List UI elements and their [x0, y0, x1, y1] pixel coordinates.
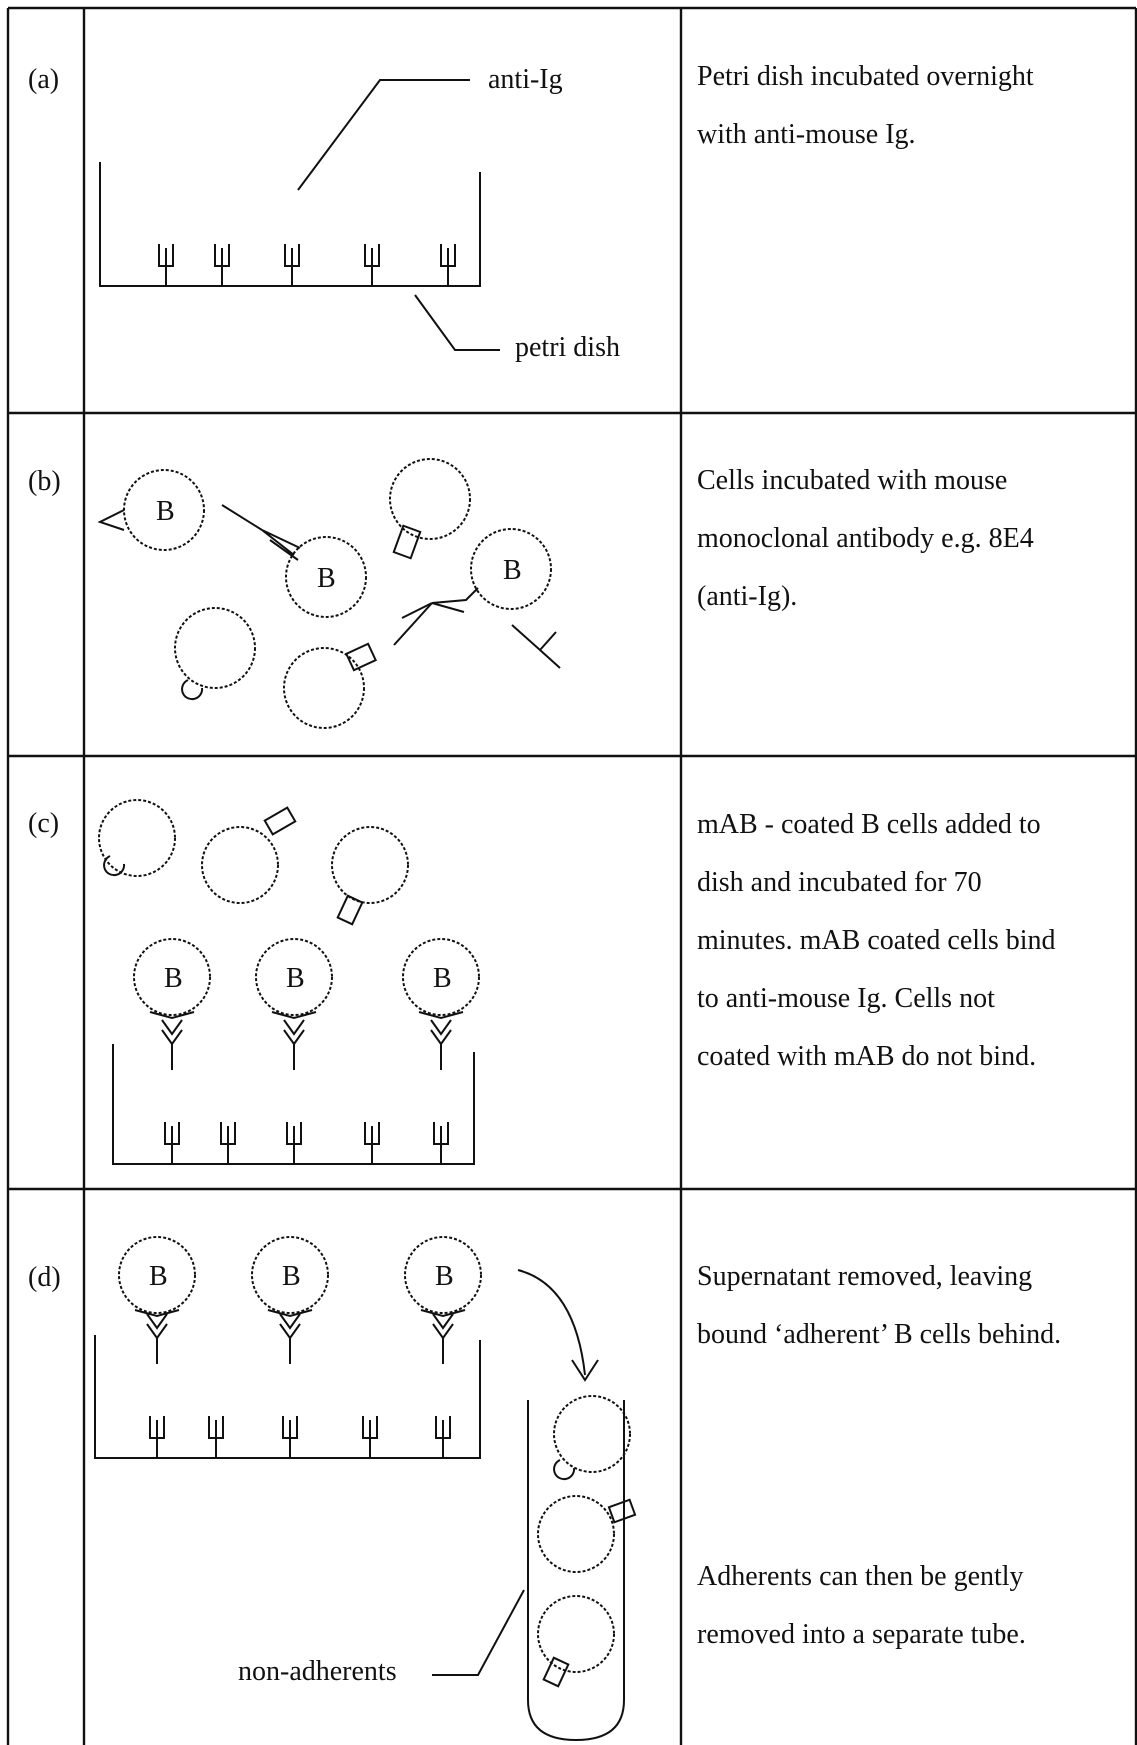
table-grid	[6, 6, 1137, 1745]
description-line: (anti-Ig).	[697, 581, 798, 612]
cell-b-letter: B	[503, 555, 522, 586]
row-label-c: (c)	[28, 808, 60, 839]
description-line: removed into a separate tube.	[697, 1619, 1026, 1650]
cells-b	[123, 458, 552, 729]
dish-d	[94, 1269, 637, 1742]
description-line: Petri dish incubated overnight	[697, 61, 1034, 92]
antibodies-b	[97, 504, 561, 701]
description-line: mAB - coated B cells added to	[697, 809, 1041, 840]
description-line: to anti-mouse Ig. Cells not	[697, 983, 995, 1014]
description-line: dish and incubated for 70	[697, 867, 982, 898]
description-a: Petri dish incubated overnight with anti…	[697, 48, 1121, 164]
description-line: Cells incubated with mouse	[697, 465, 1008, 496]
cells-c	[98, 799, 480, 1016]
description-b: Cells incubated with mouse monoclonal an…	[697, 452, 1121, 626]
cells-d	[118, 1236, 631, 1673]
cell-b-letter: B	[435, 1261, 454, 1292]
row-label-a: (a)	[28, 64, 60, 95]
description-line: with anti-mouse Ig.	[697, 119, 916, 150]
dish-c	[103, 806, 475, 1165]
description-line: minutes. mAB coated cells bind	[697, 925, 1056, 956]
petri-dish-a	[99, 79, 500, 351]
description-line: monoclonal antibody e.g. 8E4	[697, 523, 1034, 554]
cell-b-letter: B	[433, 963, 452, 994]
description-line: Supernatant removed, leaving	[697, 1261, 1033, 1292]
description-c: mAB - coated B cells added to dish and i…	[697, 796, 1121, 1086]
petri-dish-label: petri dish	[515, 332, 620, 363]
description-line: coated with mAB do not bind.	[697, 1041, 1037, 1072]
description-line: bound ‘adherent’ B cells behind.	[697, 1319, 1062, 1350]
cell-b-letter: B	[156, 496, 175, 527]
cell-b-letter: B	[286, 963, 305, 994]
non-adherents-label: non-adherents	[238, 1656, 397, 1687]
cell-b-letter: B	[149, 1261, 168, 1292]
description-d: Supernatant removed, leaving bound ‘adhe…	[697, 1248, 1121, 1364]
cell-b-letter: B	[164, 963, 183, 994]
description-line: Adherents can then be gently	[697, 1561, 1024, 1592]
cell-b-letter: B	[317, 563, 336, 594]
row-label-d: (d)	[28, 1262, 61, 1293]
row-label-b: (b)	[28, 466, 61, 497]
cell-b-letter: B	[282, 1261, 301, 1292]
description-d-2: Adherents can then be gently removed int…	[697, 1548, 1121, 1664]
anti-ig-label: anti-Ig	[488, 64, 563, 95]
